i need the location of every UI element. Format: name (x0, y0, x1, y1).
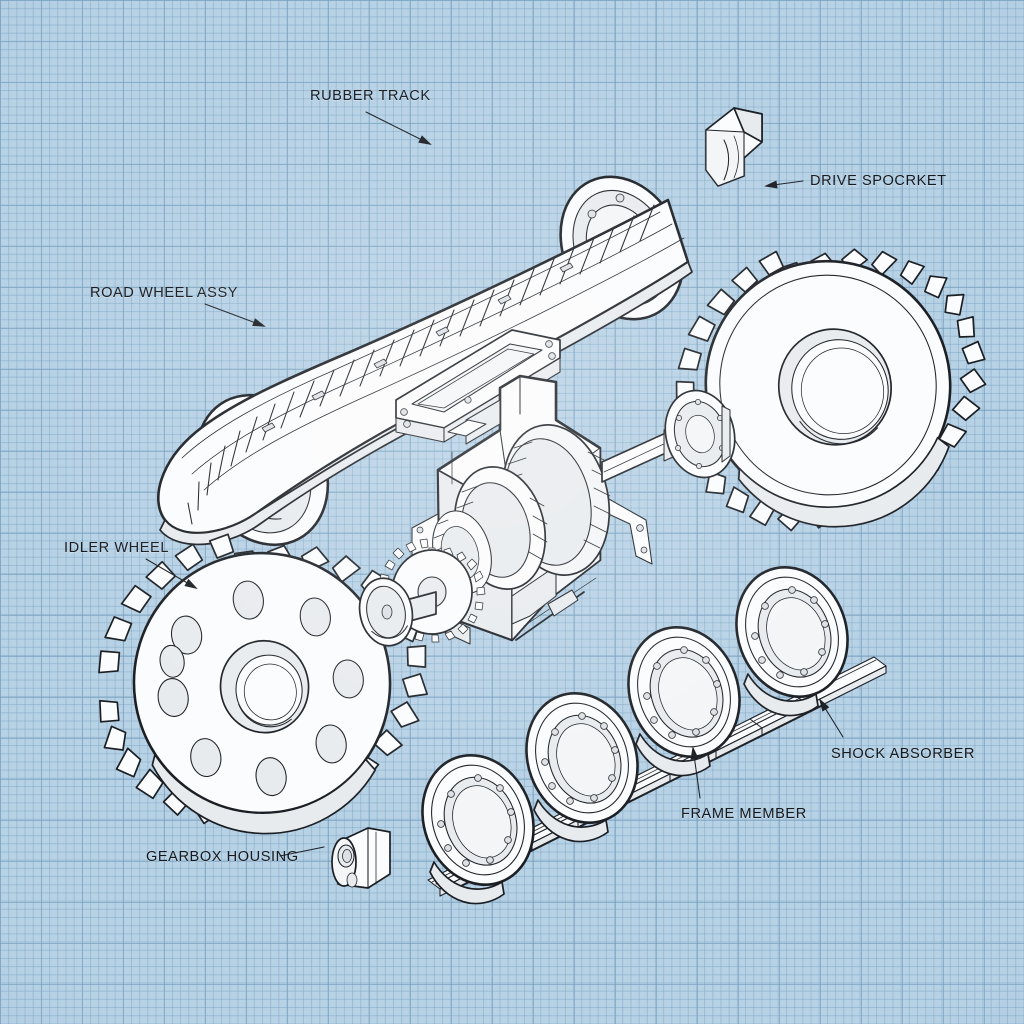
part-idler-wheel (98, 533, 429, 835)
leader-line-gearbox-housing (279, 846, 325, 857)
callout-label-shock-absorber: SHOCK ABSORBER (831, 746, 975, 762)
callout-label-rubber-track: RUBBER TRACK (310, 88, 431, 104)
part-sprocket-gear-right (675, 248, 987, 532)
part-lower-frame-and-road-wheels (421, 565, 887, 905)
leader-arrowhead-rubber-track (418, 135, 432, 145)
part-gearbox-assembly (358, 329, 736, 647)
callout-leaders (145, 111, 844, 857)
leader-arrowhead-frame-member (690, 745, 699, 760)
callout-label-frame-member: FRAME MEMBER (681, 806, 807, 822)
callout-label-idler-wheel: IDLER WHEEL (64, 540, 169, 556)
leader-arrowhead-shock-absorber (818, 698, 830, 712)
part-drive-sprocket-block (705, 107, 763, 187)
part-gearbox-housing-cylinder (331, 827, 391, 889)
leader-arrowhead-drive-sprocket (763, 180, 778, 189)
callout-label-drive-sprocket: DRIVE SPOCRKET (810, 173, 947, 189)
leader-arrowhead-road-wheel-assy (252, 318, 266, 327)
leader-line-rubber-track (365, 111, 431, 145)
leader-arrowhead-idler-wheel (184, 578, 198, 590)
callout-label-road-wheel-assy: ROAD WHEEL ASSY (90, 285, 239, 301)
callout-label-gearbox-housing: GEARBOX HOUSING (146, 849, 299, 865)
part-rubber-track-assembly (157, 175, 693, 547)
